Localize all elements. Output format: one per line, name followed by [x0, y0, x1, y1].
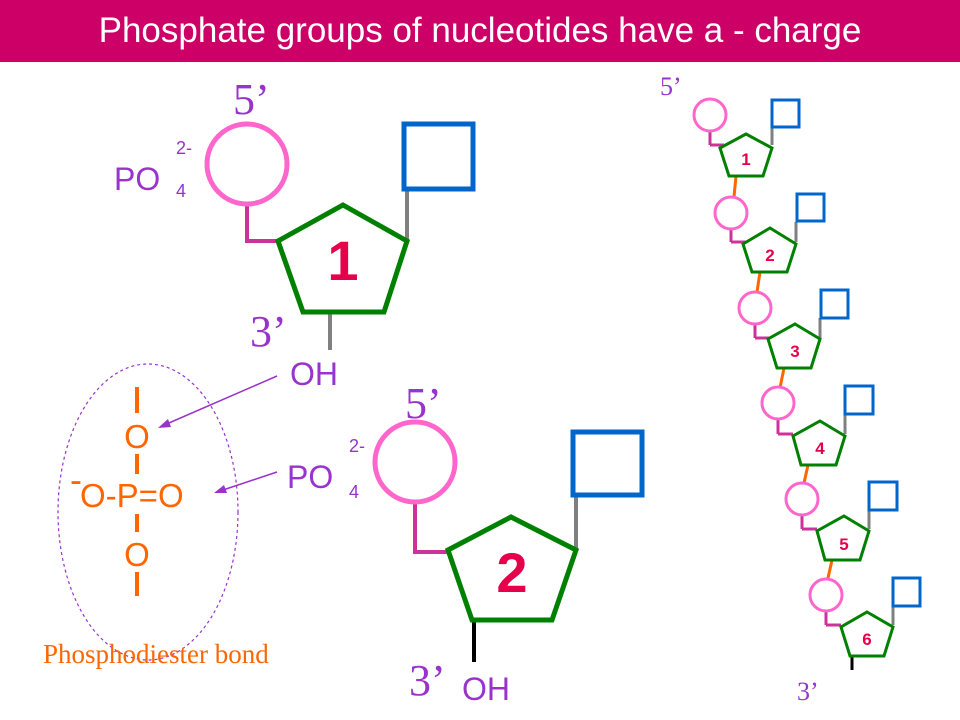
title-bar [0, 0, 960, 62]
slide-title: Phosphate groups of nucleotides have a -… [98, 11, 862, 50]
phosphate-subscript-1: 4 [176, 181, 186, 201]
chain-base-3 [819, 288, 850, 320]
five-prime-label-1: 5’ [233, 75, 270, 124]
chain-phosphate-6 [808, 577, 844, 613]
chain-base-1 [770, 98, 801, 129]
chain-phosphate-2 [713, 195, 749, 231]
chain-sugar-5 [815, 514, 871, 562]
bond-minus-sign: - [70, 459, 82, 500]
chain-base-4 [843, 384, 875, 416]
chain-phosphate-3 [737, 290, 773, 326]
nucleotide-2: 2 5’ 3’ PO 4 2- OH [287, 379, 645, 707]
nucleotide-1: 1 5’ 3’ PO 4 2- OH [114, 75, 476, 392]
chain-sugar-1 [718, 132, 774, 178]
three-prime-label-2: 3’ [409, 656, 446, 705]
chain-phosphate-4 [760, 385, 796, 421]
dna-chain: 5’ 3’ 1 2 3 4 [660, 72, 922, 706]
phosphate-charge-1: 2- [176, 138, 192, 158]
bond-middle-formula: O-P=O [80, 477, 184, 514]
chain-number-2: 2 [765, 246, 774, 265]
bond-ellipse [57, 363, 239, 661]
phosphate-charge-2: 2- [349, 436, 365, 456]
hydroxyl-label-2: OH [462, 671, 510, 707]
bond-top-oxygen: O [124, 418, 150, 455]
chain-three-prime: 3’ [797, 677, 819, 706]
chain-sugar-3 [766, 322, 822, 370]
chain-sugar-6 [839, 610, 895, 658]
base-square-1 [401, 121, 476, 192]
phosphodiester-bond: O - O-P=O O Phosphodiester bond [43, 363, 278, 669]
phosphodiester-caption: Phosphodiester bond [43, 639, 269, 669]
phosphate-subscript-2: 4 [349, 482, 359, 502]
phosphate-label-1: PO [114, 161, 160, 197]
chain-sugar-4 [791, 419, 847, 467]
phosphate-circle-1 [204, 121, 290, 207]
chain-base-2 [795, 192, 826, 223]
chain-phosphate-5 [784, 481, 820, 517]
chain-sugar-2 [741, 226, 798, 274]
chain-number-3: 3 [790, 342, 799, 361]
chain-number-4: 4 [815, 439, 825, 458]
base-square-2 [570, 429, 645, 498]
chain-base-5 [867, 480, 899, 512]
sugar-pentagon-2 [444, 514, 580, 623]
chain-number-6: 6 [862, 630, 871, 649]
phosphate-label-2: PO [287, 459, 333, 495]
chain-five-prime: 5’ [660, 72, 682, 101]
nucleotide-number-1: 1 [327, 229, 358, 292]
chain-number-1: 1 [741, 150, 750, 169]
sugar-pentagon-1 [274, 202, 411, 315]
hydroxyl-label-1: OH [290, 356, 338, 392]
phosphate-circle-2 [372, 419, 458, 505]
chain-base-6 [891, 576, 922, 608]
nucleotide-number-2: 2 [496, 541, 527, 604]
chain-phosphate-1 [692, 97, 728, 133]
chain-number-5: 5 [839, 535, 848, 554]
five-prime-label-2: 5’ [405, 379, 442, 428]
bond-bottom-oxygen: O [124, 536, 150, 573]
three-prime-label-1: 3’ [250, 307, 287, 356]
